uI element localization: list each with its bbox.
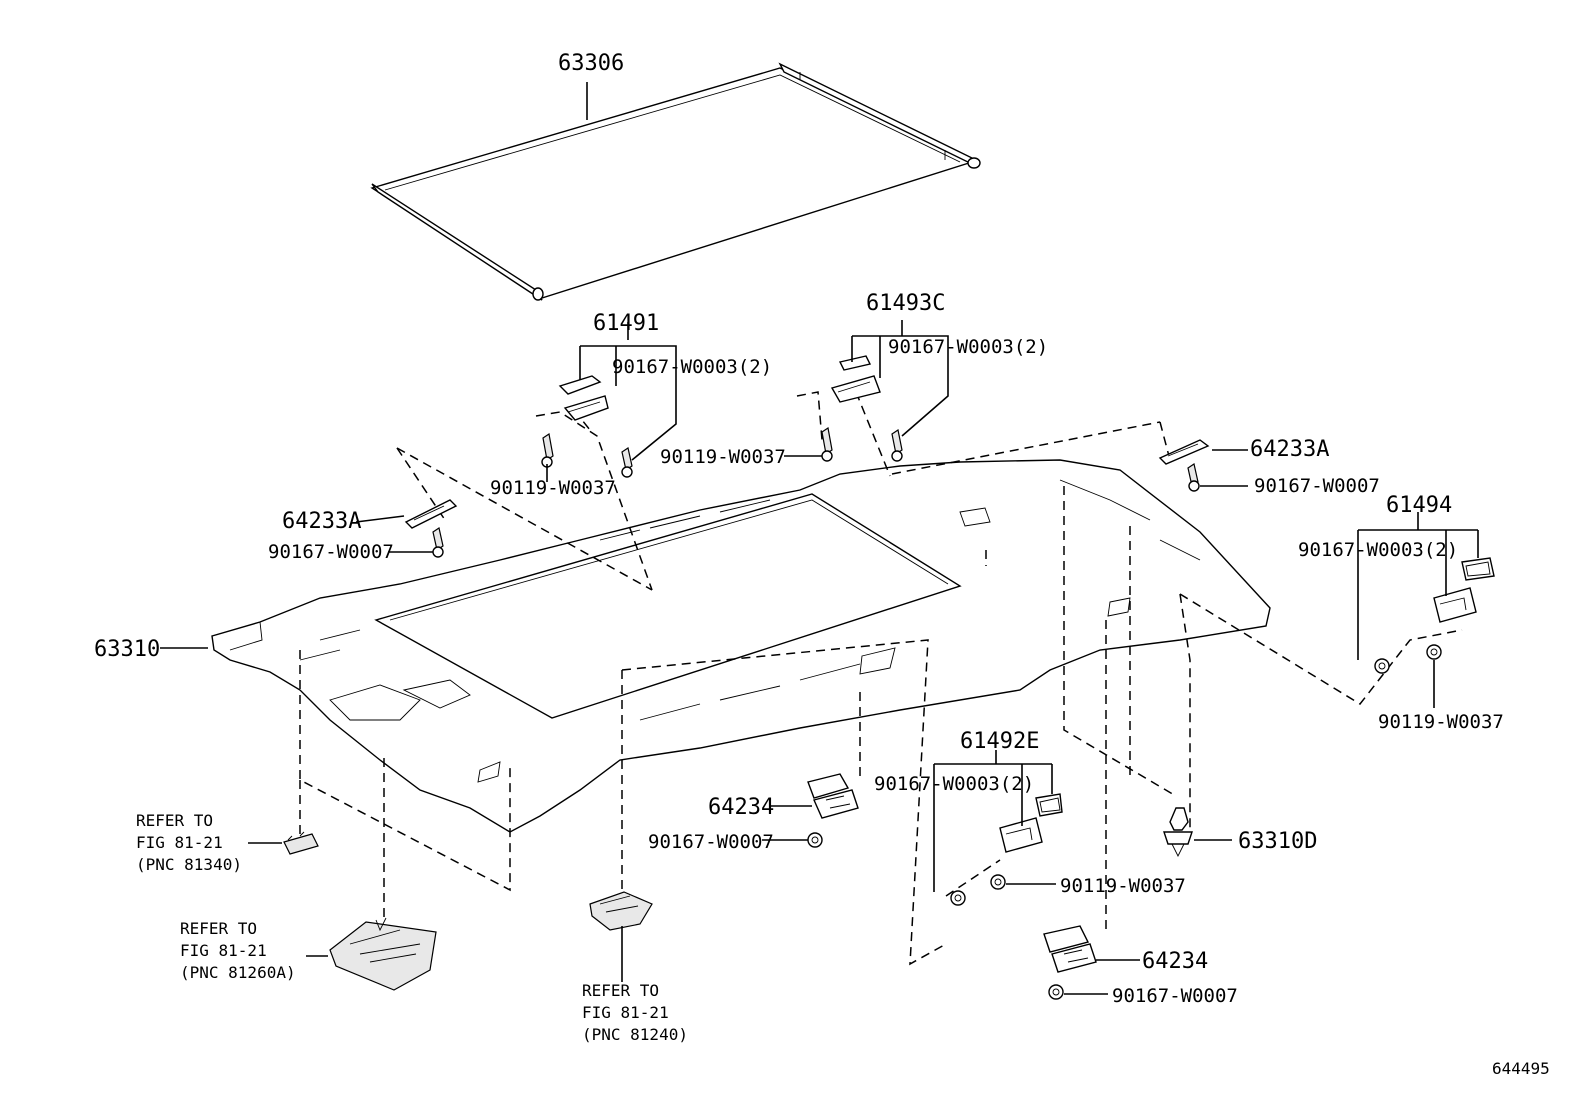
label-61494: 61494 <box>1386 493 1452 518</box>
coat-hook-64234-lower <box>1043 925 1097 1000</box>
label-61491-screw: 90167-W0003(2) <box>612 356 772 378</box>
fig-81260a: FIG 81-21 <box>180 941 267 960</box>
label-61493C-screw: 90167-W0003(2) <box>888 336 1048 358</box>
label-61493C-bolt: 90119-W0037 <box>660 446 786 468</box>
assembly-dashed-lines <box>299 391 1463 966</box>
refer-to-81240: REFER TO <box>582 981 659 1000</box>
label-61492E: 61492E <box>960 729 1039 754</box>
lamp-cover-64233A-left <box>404 499 458 558</box>
label-61491: 61491 <box>593 311 659 336</box>
visor-holder-61491 <box>541 375 633 478</box>
label-61494-screw: 90167-W0003(2) <box>1298 539 1458 561</box>
refer-to-81340: REFER TO <box>136 811 213 830</box>
pnc-81240: (PNC 81240) <box>582 1025 688 1044</box>
label-61491-bolt: 90119-W0037 <box>490 477 616 499</box>
label-64233A-left-screw: 90167-W0007 <box>268 541 394 563</box>
fig-81340: FIG 81-21 <box>136 833 223 852</box>
assist-grip-61494 <box>1374 557 1495 674</box>
refer-to-81260a: REFER TO <box>180 919 257 938</box>
label-61493C: 61493C <box>866 291 945 316</box>
label-61494-bolt: 90119-W0037 <box>1378 711 1504 733</box>
label-64234-upper-screw: 90167-W0007 <box>648 831 774 853</box>
label-64233A-right: 64233A <box>1250 437 1329 462</box>
label-61492E-screw: 90167-W0003(2) <box>874 773 1034 795</box>
label-63306: 63306 <box>558 51 624 76</box>
label-63310D: 63310D <box>1238 829 1317 854</box>
pnc-81340: (PNC 81340) <box>136 855 242 874</box>
assist-grip-61492E <box>950 793 1063 906</box>
fig-81240: FIG 81-21 <box>582 1003 669 1022</box>
label-63310: 63310 <box>94 637 160 662</box>
label-64234-lower: 64234 <box>1142 949 1208 974</box>
sunshade-63306 <box>370 62 981 301</box>
label-61492E-bolt: 90119-W0037 <box>1060 875 1186 897</box>
label-64233A-left: 64233A <box>282 509 361 534</box>
coat-hook-64234-upper <box>807 773 859 848</box>
pnc-81260a: (PNC 81260A) <box>180 963 296 982</box>
room-lamp-81240 <box>589 891 653 931</box>
headliner-63310 <box>211 459 1271 833</box>
label-64234-upper: 64234 <box>708 795 774 820</box>
diagram-id: 644495 <box>1492 1059 1550 1078</box>
lamp-cover-64233A-right <box>1158 439 1210 492</box>
visor-holder-61493C <box>821 355 903 462</box>
label-64233A-right-screw: 90167-W0007 <box>1254 475 1380 497</box>
room-lamp-81340 <box>283 831 319 855</box>
clip-63310D <box>1163 807 1193 858</box>
map-lamp-81260A <box>329 917 437 991</box>
label-64234-lower-screw: 90167-W0007 <box>1112 985 1238 1007</box>
